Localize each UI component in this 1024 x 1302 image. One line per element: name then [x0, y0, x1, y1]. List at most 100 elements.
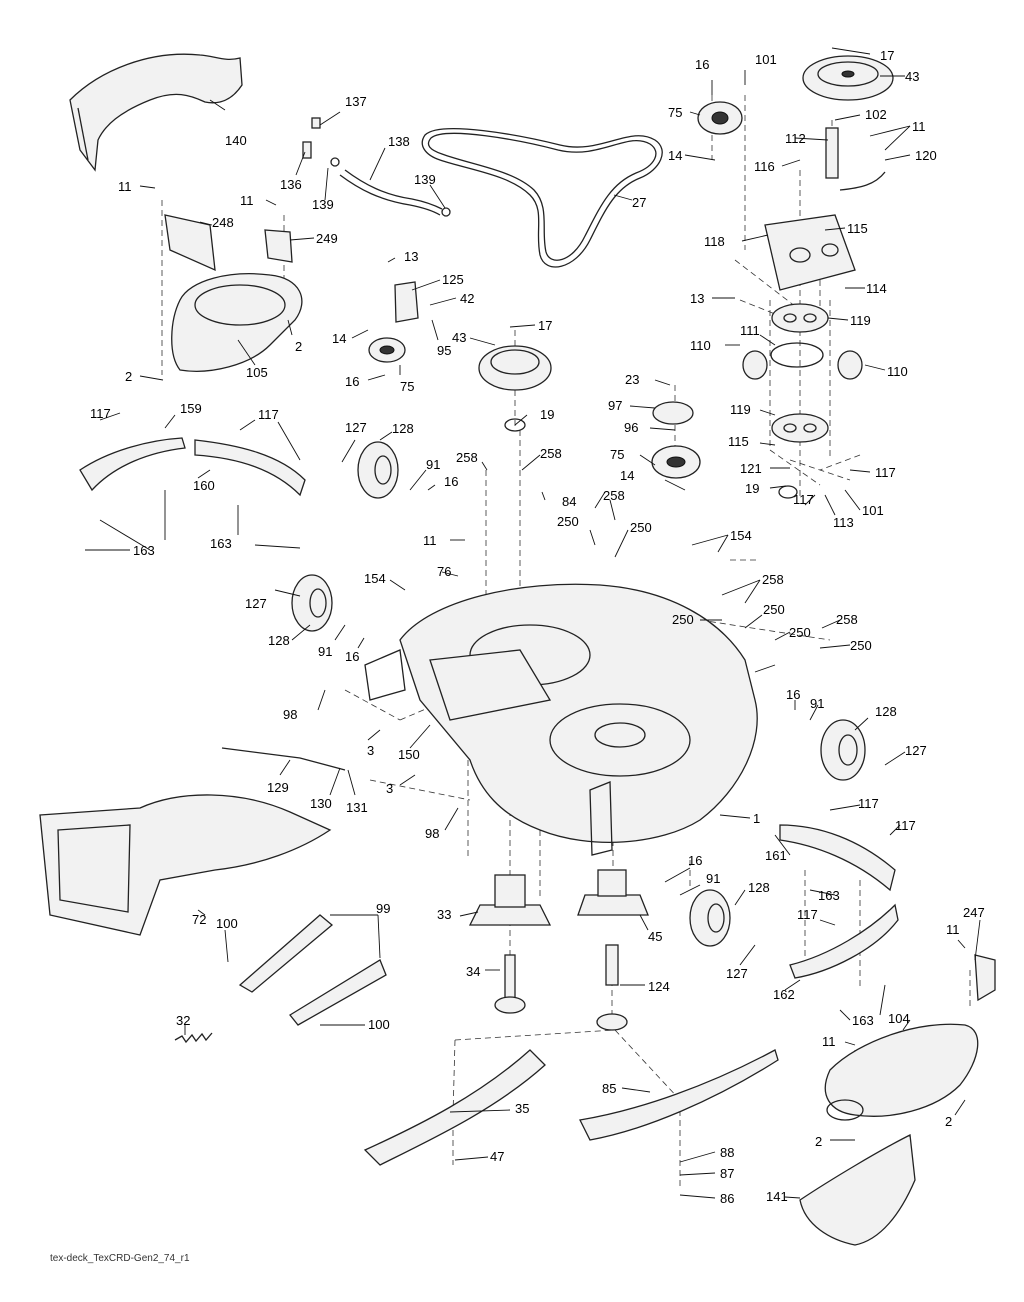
- callout-113: 113: [833, 515, 854, 530]
- callout-130: 130: [310, 796, 332, 811]
- callout-249: 249: [316, 231, 338, 246]
- callout-161: 161: [765, 848, 787, 863]
- callout-101: 101: [862, 503, 884, 518]
- callout-72: 72: [192, 912, 206, 927]
- callout-250: 250: [763, 602, 785, 617]
- callout-129: 129: [267, 780, 289, 795]
- callout-3: 3: [386, 781, 393, 796]
- callout-16: 16: [695, 57, 709, 72]
- callout-23: 23: [625, 372, 639, 387]
- callout-91: 91: [706, 871, 720, 886]
- callout-75: 75: [668, 105, 682, 120]
- callout-131: 131: [346, 800, 368, 815]
- callout-127: 127: [345, 420, 367, 435]
- callout-75: 75: [610, 447, 624, 462]
- callout-34: 34: [466, 964, 480, 979]
- callout-117: 117: [797, 907, 818, 922]
- callout-76: 76: [437, 564, 451, 579]
- callout-101: 101: [755, 52, 777, 67]
- callout-128: 128: [875, 704, 897, 719]
- callout-16: 16: [688, 853, 702, 868]
- callout-19: 19: [745, 481, 759, 496]
- callout-16: 16: [345, 374, 359, 389]
- callout-102: 102: [865, 107, 887, 122]
- callout-250: 250: [789, 625, 811, 640]
- callout-114: 114: [866, 281, 887, 296]
- callout-154: 154: [730, 528, 752, 543]
- callout-11: 11: [822, 1034, 836, 1049]
- callout-128: 128: [268, 633, 290, 648]
- callout-150: 150: [398, 747, 420, 762]
- callout-258: 258: [836, 612, 858, 627]
- callout-154: 154: [364, 571, 386, 586]
- callout-137: 137: [345, 94, 367, 109]
- callout-159: 159: [180, 401, 202, 416]
- callout-258: 258: [603, 488, 625, 503]
- callout-110: 110: [887, 364, 908, 379]
- callout-110: 110: [690, 338, 711, 353]
- callout-43: 43: [452, 330, 466, 345]
- callout-100: 100: [368, 1017, 390, 1032]
- callout-98: 98: [425, 826, 439, 841]
- callout-250: 250: [557, 514, 579, 529]
- callout-118: 118: [704, 234, 725, 249]
- callout-163: 163: [818, 888, 840, 903]
- callout-104: 104: [888, 1011, 910, 1026]
- callout-19: 19: [540, 407, 554, 422]
- callout-112: 112: [785, 131, 806, 146]
- callout-127: 127: [905, 743, 927, 758]
- callout-160: 160: [193, 478, 215, 493]
- callout-87: 87: [720, 1166, 734, 1181]
- callout-16: 16: [786, 687, 800, 702]
- callout-105: 105: [246, 365, 268, 380]
- callout-3: 3: [367, 743, 374, 758]
- callout-11: 11: [946, 922, 960, 937]
- callout-141: 141: [766, 1189, 788, 1204]
- callout-11: 11: [423, 533, 437, 548]
- callout-14: 14: [332, 331, 346, 346]
- callout-115: 115: [847, 221, 868, 236]
- callout-124: 124: [648, 979, 670, 994]
- callout-247: 247: [963, 905, 985, 920]
- callout-27: 27: [632, 195, 646, 210]
- callout-2: 2: [125, 369, 132, 384]
- callout-250: 250: [630, 520, 652, 535]
- callout-88: 88: [720, 1145, 734, 1160]
- callout-13: 13: [690, 291, 704, 306]
- leader-lines: [85, 47, 981, 1199]
- callout-138: 138: [388, 134, 410, 149]
- callout-84: 84: [562, 494, 576, 509]
- callout-120: 120: [915, 148, 937, 163]
- callout-258: 258: [540, 446, 562, 461]
- callout-117: 117: [793, 492, 814, 507]
- callout-117: 117: [895, 818, 916, 833]
- callout-42: 42: [460, 291, 474, 306]
- callout-121: 121: [740, 461, 762, 476]
- callout-115: 115: [728, 434, 749, 449]
- callout-136: 136: [280, 177, 302, 192]
- callout-43: 43: [905, 69, 919, 84]
- callout-14: 14: [668, 148, 682, 163]
- callout-127: 127: [245, 596, 267, 611]
- callout-75: 75: [400, 379, 414, 394]
- callout-96: 96: [624, 420, 638, 435]
- callout-98: 98: [283, 707, 297, 722]
- callout-100: 100: [216, 916, 238, 931]
- callout-258: 258: [762, 572, 784, 587]
- callout-91: 91: [810, 696, 824, 711]
- callout-2: 2: [815, 1134, 822, 1149]
- callout-45: 45: [648, 929, 662, 944]
- callout-139: 139: [414, 172, 436, 187]
- callout-1: 1: [753, 811, 760, 826]
- callout-117: 117: [858, 796, 879, 811]
- callout-35: 35: [515, 1101, 529, 1116]
- callout-125: 125: [442, 272, 464, 287]
- callout-11: 11: [912, 119, 926, 134]
- callout-2: 2: [945, 1114, 952, 1129]
- callout-248: 248: [212, 215, 234, 230]
- callout-163: 163: [210, 536, 232, 551]
- callout-97: 97: [608, 398, 622, 413]
- footer-code: tex-deck_TexCRD-Gen2_74_r1: [50, 1253, 190, 1264]
- callout-128: 128: [392, 421, 414, 436]
- callout-116: 116: [754, 159, 775, 174]
